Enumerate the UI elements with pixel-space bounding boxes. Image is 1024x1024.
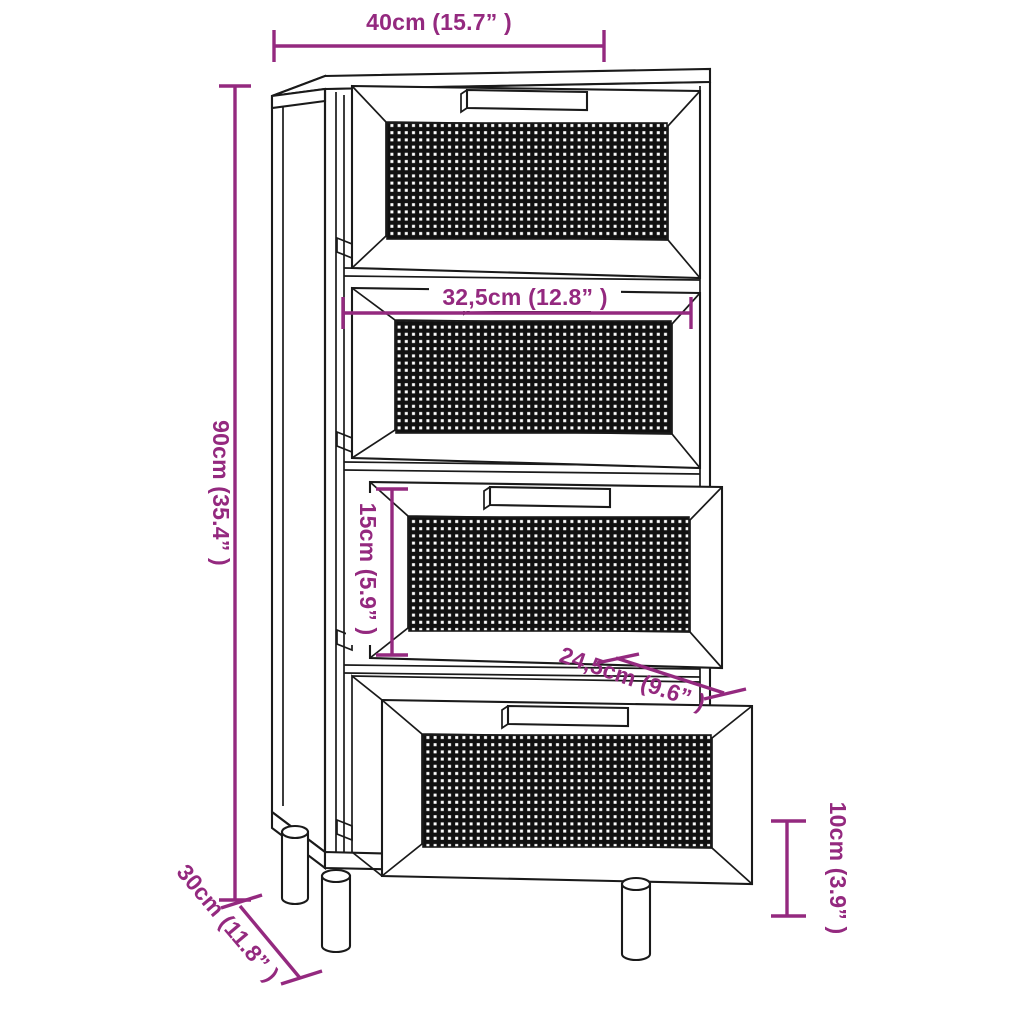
cabinet-leg-right — [620, 876, 652, 962]
dimension-label-leg-height: 10cm (3.9” ) — [825, 802, 851, 935]
rattan-panel-4 — [422, 734, 712, 848]
cabinet-top-board — [270, 67, 712, 110]
drawer-front-4[interactable] — [351, 674, 754, 886]
drawer-handle-1[interactable] — [460, 88, 589, 114]
rattan-panel-2 — [395, 320, 672, 434]
drawer-front-1[interactable] — [350, 84, 702, 280]
dimension-label-drawer-height: 15cm (5.9” ) — [355, 503, 381, 636]
drawer-handle-3[interactable] — [483, 485, 612, 511]
drawer-front-3[interactable] — [368, 480, 724, 670]
dimension-label-width-overall: 40cm (15.7” ) — [366, 9, 512, 35]
dimension-label-drawer-width: 32,5cm (12.8” ) — [442, 284, 607, 310]
rattan-panel-3 — [408, 516, 690, 632]
dimension-width-overall: 40cm (15.7” ) — [272, 9, 606, 62]
dimension-label-depth-overall: 30cm (11.8” ) — [172, 859, 285, 986]
cabinet-leg-left — [320, 868, 352, 954]
rattan-panel-1 — [386, 122, 668, 240]
drawer-handle-4[interactable] — [501, 704, 630, 730]
dimension-height-overall: 90cm (35.4” ) — [208, 84, 251, 902]
dimension-drawer-height: 15cm (5.9” ) — [346, 487, 408, 657]
dimension-leg-height: 10cm (3.9” ) — [771, 802, 851, 935]
dimension-drawer-width: 32,5cm (12.8” ) — [341, 283, 693, 329]
drawer-front-2[interactable] — [350, 286, 702, 470]
dimension-label-height-overall: 90cm (35.4” ) — [208, 420, 234, 566]
cabinet-side-panel — [270, 74, 327, 855]
cabinet-leg-rear — [280, 824, 310, 906]
